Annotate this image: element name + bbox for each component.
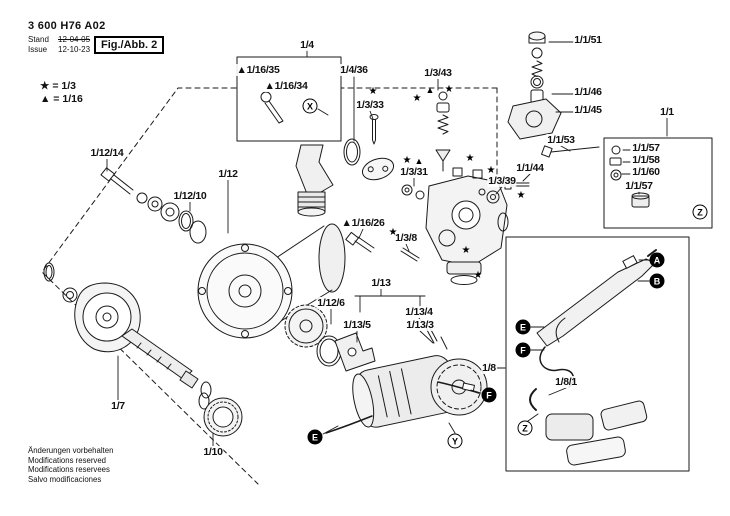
part-group-1-7-pump-head (43, 262, 212, 399)
part-group-1-12-14-hardware (100, 167, 207, 244)
detail-marker-f: F (481, 387, 497, 403)
part-label-1-8: 1/8 (481, 362, 497, 374)
detail-marker-z: Z (517, 420, 533, 436)
issue-row: Issue 12-10-23 (28, 45, 106, 55)
part-label-1-1-58: 1/1/58 (631, 154, 661, 166)
star-symbol: ★ (486, 165, 496, 176)
star-symbol: ★ (461, 245, 471, 256)
part-label-1-1-53: 1/1/53 (546, 134, 576, 146)
part-label-1-16-35: ▲1/16/35 (235, 64, 281, 76)
part-label-1-1-46: 1/1/46 (573, 86, 603, 98)
part-label-1-13-5: 1/13/5 (342, 319, 372, 331)
part-label-1-1-57: 1/1/57 (631, 142, 661, 154)
part-group-1-1-valve (507, 31, 600, 158)
part-label-1-12-6: 1/12/6 (316, 297, 346, 309)
part-label-1-1-60: 1/1/60 (631, 166, 661, 178)
star-symbol: ★ (412, 93, 422, 104)
part-label-1-1-44: 1/1/44 (515, 162, 545, 174)
issue-value: 12-10-23 (58, 45, 91, 54)
legend-triangle-item: ▲ = 1/16 (40, 93, 83, 105)
star-symbol: ★ (388, 227, 398, 238)
notice-line-es: Salvo modificaciones (28, 474, 102, 484)
detail-marker-e: E (515, 319, 531, 335)
part-label-1-1-57: 1/1/57 (624, 180, 654, 192)
stand-label: Stand (28, 35, 49, 44)
part-label-1-12: 1/12 (217, 168, 239, 180)
stand-value: 12-04-05 (58, 35, 91, 44)
part-label-1-4-36: 1/4/36 (339, 64, 369, 76)
part-label-1-13: 1/13 (370, 277, 392, 289)
part-group-1-8-unit (529, 249, 657, 466)
detail-marker-a: A (649, 252, 665, 268)
part-label-1-1-51: 1/1/51 (573, 34, 603, 46)
issue-label: Issue (28, 45, 48, 54)
part-label-1-16-26: ▲1/16/26 (340, 217, 386, 229)
symbol-legend: ★ = 1/3 ▲ = 1/16 (40, 80, 83, 106)
part-label-1-8-1: 1/8/1 (554, 376, 578, 388)
part-label-1-3-43: 1/3/43 (423, 67, 453, 79)
part-label-1-3-8: 1/3/8 (394, 232, 418, 244)
star-symbol: ★ (444, 84, 454, 95)
part-label-1-1: 1/1 (659, 106, 675, 118)
detail-marker-x: X (302, 98, 318, 114)
part-group-1-3-valves (369, 91, 451, 172)
revision-table: Stand 12-04-05 Issue 12-10-23 (28, 35, 106, 55)
part-label-1-3-33: 1/3/33 (355, 99, 385, 111)
notice-line-fr: Modifications reservees (28, 465, 110, 474)
part-group-1-12-housing (197, 223, 346, 339)
star-symbol: ★ (368, 86, 378, 97)
document-number: 3 600 H76 A02 (28, 20, 106, 32)
part-label-1-12-14: 1/12/14 (89, 147, 125, 159)
part-label-1-1-45: 1/1/45 (573, 104, 603, 116)
detail-marker-e: E (307, 429, 323, 445)
modification-notice: Änderungen vorbehalten Modifications res… (28, 446, 113, 484)
part-label-1-3-39: 1/3/39 (487, 175, 517, 187)
figure-label: Fig./Abb. 2 (94, 36, 165, 54)
part-group-1-10-bearing (198, 392, 243, 437)
star-symbol: ★ (473, 270, 483, 281)
part-group-1-4-inlet (295, 138, 395, 217)
notice-line-de: Änderungen vorbehalten (28, 446, 114, 455)
detail-marker-f: F (515, 342, 531, 358)
triangle-symbol: ▲ (425, 85, 435, 95)
part-label-1-13-4: 1/13/4 (404, 306, 434, 318)
part-group-1-3-manifold (345, 167, 530, 285)
part-label-1-3-31: 1/3/31 (399, 166, 429, 178)
leader-lines (106, 41, 668, 447)
part-label-1-7: 1/7 (110, 400, 126, 412)
notice-line-en: Modifications reserved (28, 455, 107, 465)
star-symbol: ★ (402, 155, 412, 166)
title-block: 3 600 H76 A02 Stand 12-04-05 Issue 12-10… (28, 20, 106, 55)
star-symbol: ★ (465, 153, 475, 164)
part-label-1-13-3: 1/13/3 (405, 319, 435, 331)
detail-marker-b: B (649, 273, 665, 289)
triangle-symbol: ▲ (414, 156, 424, 166)
detail-marker-z: Z (692, 204, 708, 220)
legend-star-item: ★ = 1/3 (40, 80, 76, 92)
stand-row: Stand 12-04-05 (28, 35, 106, 45)
part-label-1-12-10: 1/12/10 (172, 190, 208, 202)
star-symbol: ★ (516, 190, 526, 201)
part-label-1-16-34: ▲1/16/34 (263, 80, 309, 92)
part-label-1-10: 1/10 (202, 446, 224, 458)
detail-marker-y: Y (447, 433, 463, 449)
part-group-1-13-motor (325, 327, 488, 434)
part-label-1-4: 1/4 (299, 39, 315, 51)
part-group-1-12-6-gear (284, 304, 342, 367)
